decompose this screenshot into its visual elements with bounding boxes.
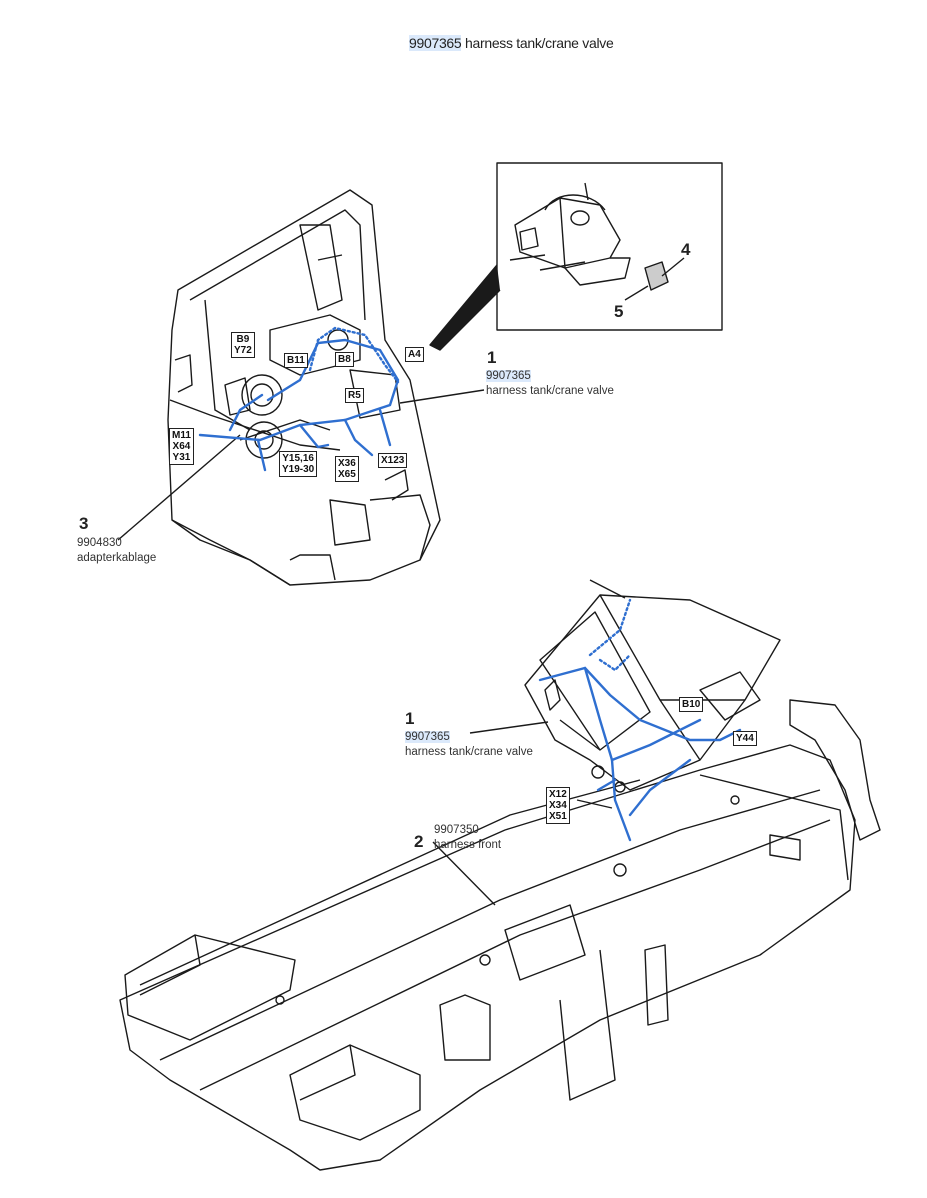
tag-x34: X34 (549, 800, 567, 811)
callout-4-number: 4 (681, 240, 691, 259)
tag-a4: A4 (405, 347, 424, 362)
callout-1-top-number: 1 (487, 348, 497, 367)
tag-x12: X12 (549, 789, 567, 800)
callout-5-number: 5 (614, 302, 624, 321)
tag-b9-y72: B9 Y72 (231, 332, 255, 358)
tag-m11: M11 (172, 430, 191, 441)
harness-routes (198, 326, 742, 842)
tag-x36: X36 (338, 458, 356, 469)
tag-r5-label: R5 (348, 390, 361, 401)
callout-1-bottom-desc: harness tank/crane valve (405, 746, 533, 758)
inset-detail (496, 162, 723, 331)
callout-2-text: 9907350 harness front (434, 823, 501, 853)
tag-b10: B10 (679, 697, 704, 712)
callout-2-number: 2 (414, 832, 424, 851)
callout-1-bottom-number: 1 (405, 709, 415, 728)
tag-a4-label: A4 (408, 349, 421, 360)
callout-1-top-text: 9907365 harness tank/crane valve (486, 369, 614, 399)
diagram-title: 9907365 harness tank/crane valve (409, 35, 614, 51)
tag-b11: B11 (284, 353, 308, 368)
tag-x36-x65: X36 X65 (335, 456, 359, 482)
tag-x64: X64 (172, 441, 191, 452)
lower-tank-box (524, 579, 781, 793)
tag-x51: X51 (549, 811, 567, 822)
chassis-frame (119, 699, 881, 1171)
tag-y44: Y44 (733, 731, 757, 746)
tag-x123: X123 (378, 453, 408, 468)
tag-x12-x34-x51: X12 X34 X51 (546, 787, 570, 824)
callout-1-top-part: 9907365 (486, 370, 531, 382)
callout-1-bottom-part: 9907365 (405, 731, 450, 743)
tag-b8: B8 (335, 352, 354, 367)
callout-2-part: 9907350 (434, 824, 479, 836)
callout-3-desc: adapterkablage (77, 552, 157, 564)
tag-y31: Y31 (172, 452, 191, 463)
callout-3-part: 9904830 (77, 537, 122, 549)
tag-x65: X65 (338, 469, 356, 480)
tag-b8-label: B8 (338, 354, 351, 365)
title-description: harness tank/crane valve (465, 35, 614, 51)
callout-1-bottom-text: 9907365 harness tank/crane valve (405, 730, 533, 760)
callout-1-top-desc: harness tank/crane valve (486, 385, 614, 397)
callout-3-text: 9904830 adapterkablage (77, 536, 156, 566)
tag-r5: R5 (345, 388, 364, 403)
tag-b11-label: B11 (287, 355, 305, 366)
tag-x123-label: X123 (381, 455, 405, 466)
leader-lines (117, 257, 685, 906)
tag-b10-label: B10 (682, 699, 701, 710)
tag-y44-label: Y44 (736, 733, 754, 744)
tag-y15-16: Y15,16 (282, 453, 314, 464)
tag-y15-y19: Y15,16 Y19-30 (279, 451, 318, 477)
tag-b9: B9 (236, 334, 250, 345)
tag-m11-x64-y31: M11 X64 Y31 (169, 428, 194, 465)
tag-y19-30: Y19-30 (282, 464, 315, 475)
title-part-number: 9907365 (409, 35, 462, 51)
callout-2-desc: harness front (434, 839, 502, 851)
callout-3-number: 3 (79, 514, 89, 533)
tank-cab-assembly (167, 189, 441, 586)
tag-y72: Y72 (234, 345, 252, 356)
